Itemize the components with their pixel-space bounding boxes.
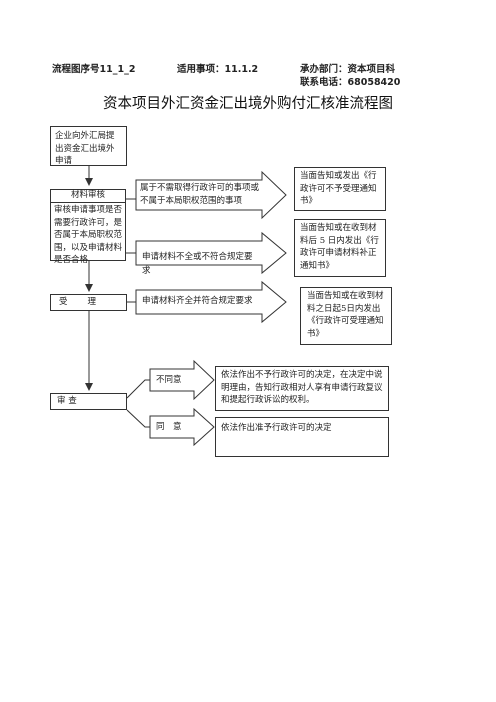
result-not-accepted-text: 当面告知或发出《行政许可不予受理通知书》 — [300, 171, 377, 206]
result-accepted-text: 当面告知或在收到材料之日起5日内发出《行政许可受理通知书》 — [307, 291, 384, 339]
connector-disagree — [126, 379, 150, 399]
result-accepted-box: 当面告知或在收到材料之日起5日内发出《行政许可受理通知书》 — [300, 287, 392, 345]
connector-agree — [126, 409, 150, 428]
review-step-body: 审核申请事项是否需要行政许可，是否属于本局职权范围，以及申请材料是否合格 — [54, 205, 123, 265]
accept-step-box: 受 理 — [50, 294, 127, 311]
condition-disagree: 不同意 — [156, 375, 182, 385]
examine-step-text: 审 查 — [57, 396, 77, 406]
result-disapprove-box: 依法作出不予行政许可的决定，在决定中说明理由，告知行政相对人享有申请行政复议和提… — [215, 366, 389, 411]
result-approve-text: 依法作出准予行政许可的决定 — [221, 423, 332, 433]
result-not-accepted-box: 当面告知或发出《行政许可不予受理通知书》 — [294, 167, 386, 211]
result-disapprove-text: 依法作出不予行政许可的决定，在决定中说明理由，告知行政相对人享有申请行政复议和提… — [221, 370, 383, 405]
flow-number: 流程图序号11_1_2 — [52, 64, 136, 75]
arrow-shape-not-required — [135, 170, 287, 220]
result-supplement-box: 当面告知或在收到材料后 5 日内发出《行政许可申请材料补正通知书》 — [294, 219, 386, 277]
condition-agree: 同 意 — [156, 422, 182, 432]
arrow-shape-incomplete — [135, 231, 287, 275]
condition-complete: 申请材料齐全并符合规定要求 — [142, 296, 253, 306]
department: 承办部门：资本项目科 — [300, 64, 396, 75]
result-approve-box: 依法作出准予行政许可的决定 — [215, 417, 389, 457]
examine-step-box: 审 查 — [50, 393, 127, 410]
review-step-title: 材料审核 — [51, 190, 125, 203]
phone-number: 联系电话：68058420 — [300, 77, 401, 88]
arrow-shape-disagree — [149, 359, 215, 401]
condition-not-required: 属于不需取得行政许可的事项或不属于本局职权范围的事项 — [140, 183, 260, 206]
review-step-box: 材料审核 审核申请事项是否需要行政许可，是否属于本局职权范围，以及申请材料是否合… — [50, 189, 126, 265]
condition-incomplete: 申请材料不全或不符合规定要求 — [142, 252, 253, 276]
accept-step-text: 受 理 — [59, 297, 98, 307]
apply-step-box: 企业向外汇局提出资金汇出境外申请 — [50, 126, 127, 166]
arrow-shape-agree — [149, 407, 215, 447]
page-title: 资本项目外汇资金汇出境外购付汇核准流程图 — [103, 96, 393, 112]
result-supplement-text: 当面告知或在收到材料后 5 日内发出《行政许可申请材料补正通知书》 — [300, 223, 379, 271]
arrow-shape-complete — [135, 280, 287, 324]
apply-step-text: 企业向外汇局提出资金汇出境外申请 — [55, 131, 115, 166]
applicable-item: 适用事项：11.1.2 — [177, 64, 259, 75]
